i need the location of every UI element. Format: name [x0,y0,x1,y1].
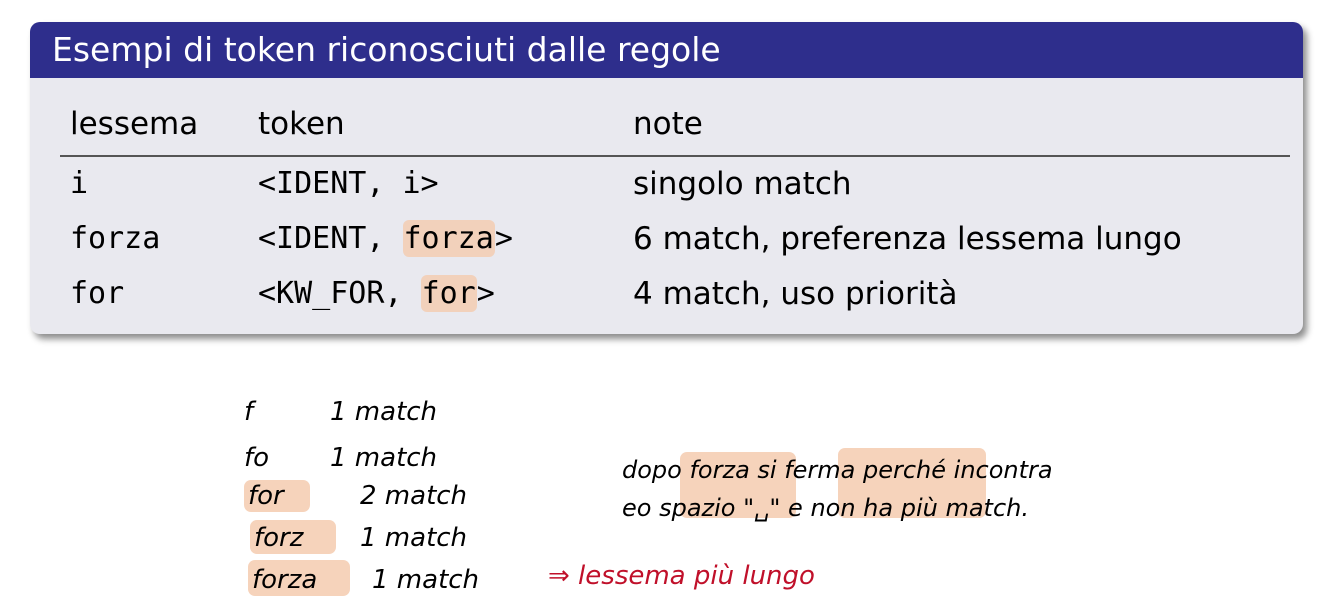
row-note: singolo match [633,166,852,202]
row-token: <IDENT, i> [258,166,439,201]
highlight-forza [248,560,350,596]
note-count: 1 match [372,565,479,595]
note-prefix: for [248,481,286,511]
block-title: Esempi di token riconosciuti dalle regol… [30,22,1303,78]
note-count: 2 match [360,481,467,511]
token-close: > [494,221,513,256]
token-close: > [476,276,495,311]
highlighted-lexeme: forza [402,220,495,257]
side-note-line: dopo forza si ferma perché incontra [622,456,1053,484]
note-count: 1 match [360,523,467,553]
highlight-ferma [838,448,986,518]
header-lexeme: lessema [70,106,199,142]
row-token: <KW_FOR, for> [258,275,495,312]
highlight-forza-spazio [680,452,796,518]
row-note: 4 match, uso priorità [633,276,958,312]
match-list: f 1 match fo 1 match for 2 match forz 1 … [244,397,479,595]
token-text: <KW_FOR, [258,276,421,311]
note-count: 1 match [330,397,437,427]
conclusion-note: ⇒ lessema più lungo [548,561,815,591]
note-prefix: forz [254,523,305,553]
highlight-for [244,480,310,512]
token-text: <IDENT, i> [258,166,439,201]
note-prefix: fo [244,443,269,473]
row-lexeme: for [70,276,125,311]
row-token: <IDENT, forza> [258,220,513,257]
side-note: dopo forza si ferma perché incontra eo s… [622,456,1053,522]
note-prefix: f [244,397,257,427]
row-lexeme: i [70,166,89,201]
header-token: token [258,106,345,142]
row-note: 6 match, preferenza lessema lungo [633,221,1182,257]
row-lexeme: forza [70,221,161,256]
highlighted-lexeme: for [420,275,477,312]
token-table: lessema token note i <IDENT, i> singolo … [30,78,1303,334]
highlight-forz [250,520,336,554]
table-rule [60,155,1290,157]
note-count: 1 match [330,443,437,473]
token-text: <IDENT, [258,221,403,256]
note-prefix: forza [252,565,317,595]
content-block: Esempi di token riconosciuti dalle regol… [30,22,1303,334]
side-note-line: eo spazio "␣" e non ha più match. [622,494,1029,522]
header-note: note [633,106,703,142]
